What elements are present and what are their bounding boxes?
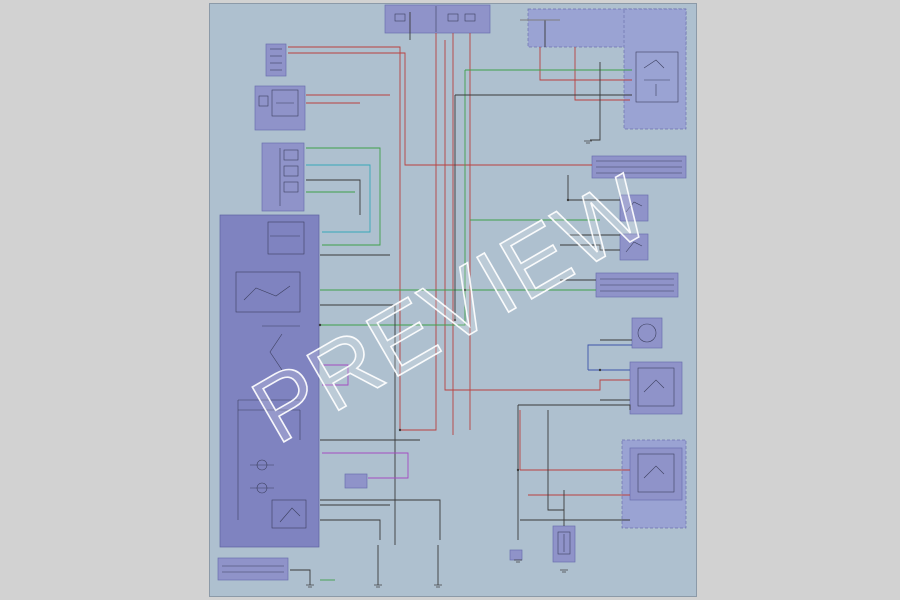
bottom-left-connector	[217, 557, 289, 581]
bottom-box	[344, 473, 523, 561]
wire-group-cyan	[306, 164, 371, 233]
left-relay-small	[254, 85, 306, 131]
ground-icon	[306, 584, 314, 588]
right-pressure-switch-2	[619, 233, 649, 261]
wire-group-red	[288, 33, 632, 496]
ground-icon	[434, 584, 442, 588]
wire-group-green	[306, 69, 632, 581]
compressor-clutch	[552, 525, 576, 563]
splice-dots	[318, 198, 602, 472]
ground-icon	[514, 559, 522, 563]
right-pressure-switch-1	[619, 194, 649, 222]
wire-group-violet	[322, 364, 409, 479]
ground-icon	[584, 140, 592, 144]
right-connector-strip	[591, 155, 687, 179]
ground-icon	[560, 569, 568, 573]
wire-group-black	[290, 12, 632, 585]
right-relay-3	[621, 439, 687, 529]
ground-symbols	[306, 140, 592, 588]
power-box-top-right	[527, 8, 687, 130]
wire-group-blue	[587, 344, 632, 371]
fuse-box-top	[384, 4, 491, 34]
right-connector-2	[595, 272, 679, 298]
left-sensor-block	[261, 142, 305, 212]
ground-icon	[374, 584, 382, 588]
control-unit	[219, 214, 320, 548]
right-motor	[631, 317, 663, 349]
right-relay-2	[629, 361, 683, 415]
left-upper-connector	[265, 43, 287, 77]
